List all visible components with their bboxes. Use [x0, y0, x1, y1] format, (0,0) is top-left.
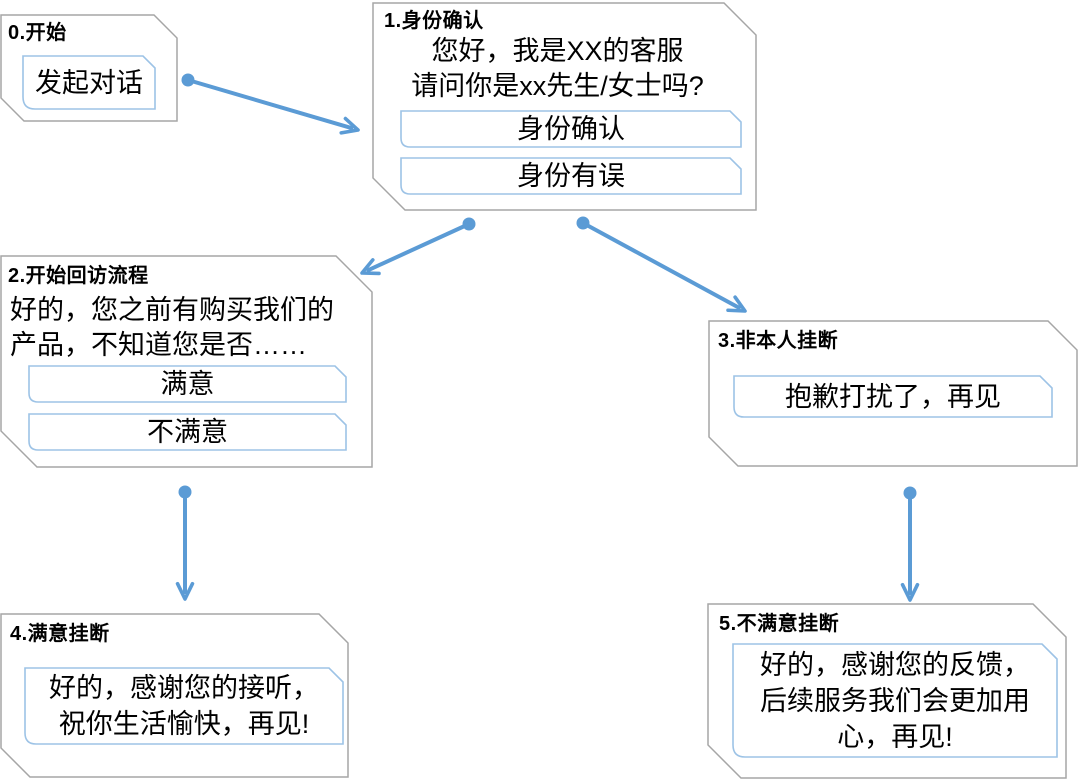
connector-identity-to-notself [576, 216, 747, 313]
node-title: 1.身份确认 [384, 10, 484, 32]
node-1-identity-confirm: 1.身份确认 您好，我是XX的客服 请问你是xx先生/女士吗? 身份确认 身份有… [372, 2, 757, 211]
node-5-unsatisfied-hangup: 5.不满意挂断 好的，感谢您的反馈， 后续服务我们会更加用 心，再见! [707, 603, 1067, 779]
connector-identity-to-survey [360, 217, 476, 276]
node-message: 好的，您之前有购买我们的 产品，不知道您是否…… [10, 295, 334, 360]
connector-survey-to-satisfied [175, 485, 195, 601]
node-0-start: 0.开始 发起对话 [0, 14, 178, 122]
reply-button-thanks-goodbye[interactable]: 好的，感谢您的接听， 祝你生活愉快，再见! [24, 667, 344, 745]
node-message: 您好，我是XX的客服 请问你是xx先生/女士吗? [411, 36, 704, 101]
reply-button-satisfied[interactable]: 满意 [28, 365, 347, 403]
node-4-satisfied-hangup: 4.满意挂断 好的，感谢您的接听， 祝你生活愉快，再见! [0, 613, 349, 778]
button-label: 抱歉打扰了，再见 [785, 381, 1001, 412]
reply-button-sorry-goodbye[interactable]: 抱歉打扰了，再见 [733, 375, 1053, 418]
button-label: 不满意 [147, 417, 228, 447]
node-title: 5.不满意挂断 [719, 613, 840, 635]
node-3-not-self-hangup: 3.非本人挂断 抱歉打扰了，再见 [708, 320, 1078, 467]
connector-notself-to-unsatisfied [900, 486, 920, 602]
node-title: 4.满意挂断 [10, 623, 110, 645]
button-label: 身份确认 [517, 114, 625, 144]
reply-button-feedback-goodbye[interactable]: 好的，感谢您的反馈， 后续服务我们会更加用 心，再见! [732, 643, 1058, 758]
button-label: 发起对话 [35, 67, 143, 98]
connector-start-to-identity [181, 73, 360, 135]
reply-button-start-dialog[interactable]: 发起对话 [22, 55, 156, 110]
button-label: 身份有误 [517, 161, 625, 191]
reply-button-identity-wrong[interactable]: 身份有误 [400, 157, 742, 195]
button-label: 好的，感谢您的接听， 祝你生活愉快，再见! [49, 673, 319, 739]
node-title: 2.开始回访流程 [8, 265, 149, 287]
node-title: 0.开始 [8, 22, 67, 44]
node-title: 3.非本人挂断 [718, 330, 839, 352]
reply-button-unsatisfied[interactable]: 不满意 [28, 413, 347, 451]
node-2-survey-start: 2.开始回访流程 好的，您之前有购买我们的 产品，不知道您是否…… 满意 不满意 [0, 255, 373, 468]
button-label: 满意 [160, 369, 215, 399]
button-label: 好的，感谢您的反馈， 后续服务我们会更加用 心，再见! [760, 649, 1030, 752]
reply-button-identity-confirmed[interactable]: 身份确认 [400, 110, 742, 148]
